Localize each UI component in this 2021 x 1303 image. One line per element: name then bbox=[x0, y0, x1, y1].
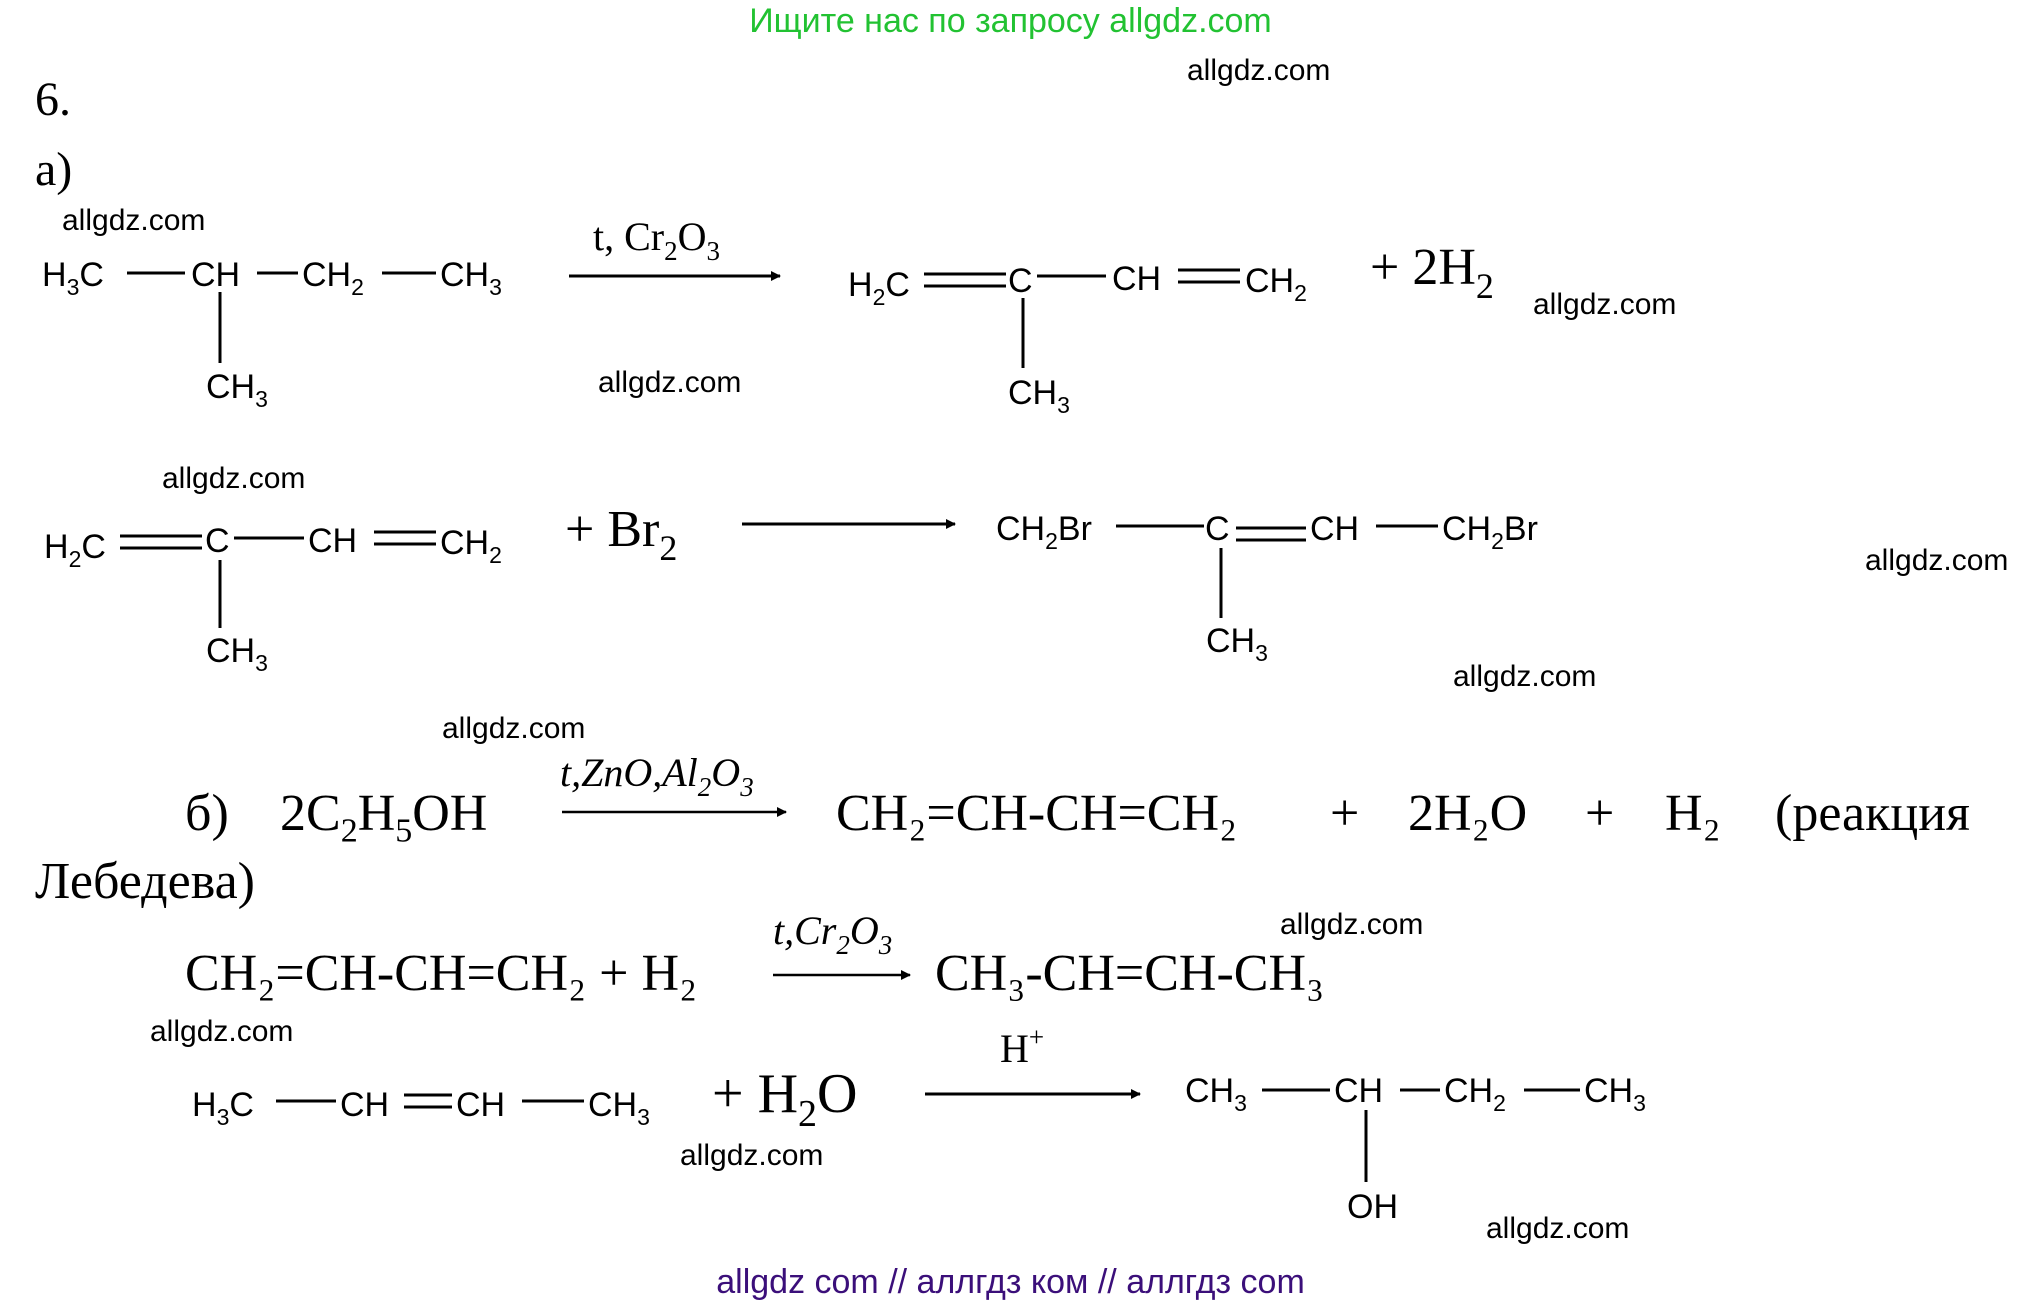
butene-structure: H3C CH CH CH3 + H2O bbox=[192, 1063, 857, 1135]
atom-label: OH bbox=[1347, 1188, 1398, 1226]
atom-label: C bbox=[205, 522, 230, 560]
atom-label: CH2Br bbox=[1442, 510, 1538, 554]
atom-label: CH bbox=[1310, 510, 1359, 548]
bromine-reactant: + Br2 bbox=[565, 501, 677, 568]
watermark: allgdz.com bbox=[1486, 1212, 1630, 1245]
atom-label: CH2 bbox=[302, 256, 364, 300]
isoprene-reactant-structure: H2C C CH CH2 CH3 + Br2 bbox=[44, 501, 677, 676]
watermark: allgdz.com bbox=[1280, 908, 1424, 941]
watermark: allgdz.com bbox=[162, 462, 306, 495]
atom-label: CH3 bbox=[206, 632, 268, 676]
condition-label: t, Cr2O3 bbox=[593, 214, 720, 266]
atom-label: CH2Br bbox=[996, 510, 1092, 554]
atom-label: CH2 bbox=[1245, 262, 1307, 306]
part-a-label: а) bbox=[35, 143, 73, 196]
part-b-label: б) bbox=[185, 785, 229, 842]
condition-label: H+ bbox=[1000, 1022, 1044, 1071]
plus-sign: + bbox=[1330, 785, 1360, 842]
reaction-arrow-hydration: H+ bbox=[925, 1022, 1141, 1099]
watermark: allgdz.com bbox=[1533, 288, 1677, 321]
condition-label: t,ZnO,Al2O3 bbox=[560, 750, 754, 802]
plus-sign: + bbox=[1585, 785, 1615, 842]
atom-label: CH bbox=[340, 1086, 389, 1124]
butadiene-formula: CH₂=CH-CH=CH₂ bbox=[836, 785, 1238, 842]
condition-label: t,Cr2O3 bbox=[773, 908, 892, 960]
atom-label: H2C bbox=[44, 528, 106, 572]
dibromide-structure: CH2Br C CH CH2Br CH3 bbox=[996, 510, 1538, 666]
atom-label: CH3 bbox=[1008, 374, 1070, 418]
reaction-note-cont: Лебедева) bbox=[35, 853, 255, 910]
atom-label: CH3 bbox=[1185, 1072, 1247, 1116]
watermark: allgdz.com bbox=[598, 366, 742, 399]
atom-label: CH3 bbox=[1206, 622, 1268, 666]
hydrogen-product: + 2H2 bbox=[1370, 239, 1494, 306]
atom-label: CH bbox=[1112, 260, 1161, 298]
reaction-arrow-1: t, Cr2O3 bbox=[569, 214, 781, 281]
atom-label: C bbox=[1008, 262, 1033, 300]
atom-label: H3C bbox=[42, 256, 104, 300]
isoprene-structure: H2C C CH CH2 CH3 + 2H2 bbox=[848, 239, 1494, 418]
atom-label: CH2 bbox=[440, 524, 502, 568]
watermark: allgdz.com bbox=[1187, 54, 1331, 87]
atom-label: CH3 bbox=[588, 1086, 650, 1130]
atom-label: CH3 bbox=[206, 368, 268, 412]
ethanol-formula: 2C2H5OH bbox=[280, 785, 488, 850]
atom-label: CH2 bbox=[1444, 1072, 1506, 1116]
reaction-arrow-hydrogenation: t,Cr2O3 bbox=[773, 908, 911, 980]
water-formula: 2H₂O bbox=[1408, 785, 1528, 842]
task-number: 6. bbox=[35, 73, 71, 126]
equation2-right: CH₃-CH=CH-CH₃ bbox=[935, 945, 1325, 1002]
reaction-note: (реакция bbox=[1775, 785, 1970, 842]
atom-label: C bbox=[1205, 510, 1230, 548]
reaction-arrow-lebedev: t,ZnO,Al2O3 bbox=[560, 750, 787, 817]
atom-label: H3C bbox=[192, 1086, 254, 1130]
watermark: allgdz.com bbox=[150, 1015, 294, 1048]
atom-label: CH bbox=[191, 256, 240, 294]
atom-label: CH3 bbox=[440, 256, 502, 300]
water-reactant: + H2O bbox=[712, 1063, 857, 1135]
hydrogen-formula: H₂ bbox=[1665, 785, 1721, 842]
atom-label: CH bbox=[456, 1086, 505, 1124]
footer: allgdz com // аллгдз ком // аллгдз com bbox=[716, 1263, 1305, 1301]
atom-label: CH3 bbox=[1584, 1072, 1646, 1116]
atom-label: CH bbox=[308, 522, 357, 560]
watermark: allgdz.com bbox=[1865, 544, 2009, 577]
watermark: allgdz.com bbox=[1453, 660, 1597, 693]
watermark: allgdz.com bbox=[442, 712, 586, 745]
watermark: allgdz.com bbox=[62, 204, 206, 237]
atom-label: CH bbox=[1334, 1072, 1383, 1110]
equation2-left: CH₂=CH-CH=CH₂ + H₂ bbox=[185, 945, 698, 1002]
watermark: allgdz.com bbox=[680, 1139, 824, 1172]
butanol-structure: CH3 CH CH2 CH3 OH bbox=[1185, 1072, 1646, 1226]
isopentane-structure: H3C CH CH2 CH3 CH3 bbox=[42, 256, 502, 412]
atom-label: H2C bbox=[848, 266, 910, 310]
banner: Ищите нас по запросу allgdz.com bbox=[749, 2, 1272, 40]
